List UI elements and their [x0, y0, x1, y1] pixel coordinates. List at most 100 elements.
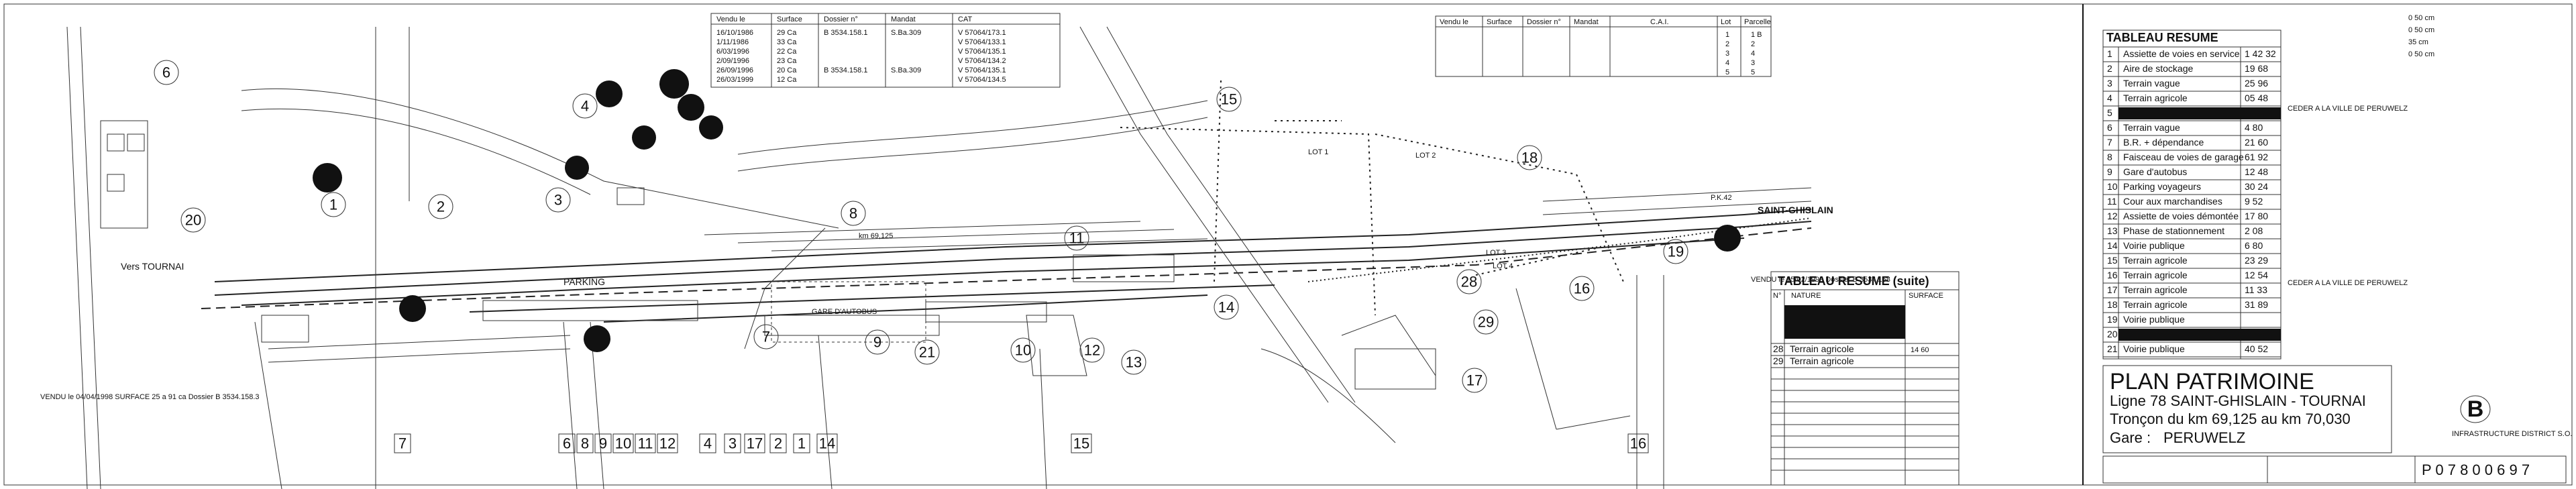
tableau-resume-nature: Voirie publique: [2123, 343, 2185, 354]
svg-text:10: 10: [615, 435, 631, 452]
plot-marker-12: 12: [1079, 337, 1105, 363]
svg-text:Parcelle: Parcelle: [1744, 18, 1771, 26]
tableau-resume-surface: 25 96: [2245, 78, 2268, 89]
tableau-resume-surface: 21 60: [2245, 137, 2268, 148]
svg-text:Surface: Surface: [777, 15, 802, 23]
svg-text:4: 4: [1751, 50, 1755, 58]
tableau-resume-n: 21: [2107, 343, 2118, 354]
tableau-resume-nature: Parking voyageurs: [2123, 181, 2201, 192]
svg-text:9: 9: [599, 435, 607, 452]
tableau-resume-surface: 17 80: [2245, 211, 2268, 221]
plot-marker-17: 17: [1462, 368, 1487, 393]
troncon: Tronçon du km 69,125 au km 70,030: [2110, 411, 2351, 427]
plot-marker-9: 9: [865, 329, 890, 355]
tableau-resume-nature: Gare d'autobus: [2123, 166, 2187, 177]
svg-text:2/09/1996: 2/09/1996: [716, 57, 749, 65]
svg-text:4: 4: [581, 98, 589, 115]
bottom-boxed-markers: 7 6 8 9 10 11 12 4 3 17 2 1 14 15 16: [394, 433, 1649, 453]
svg-text:V 57064/134.5: V 57064/134.5: [958, 76, 1006, 84]
pk-label: P.K.42: [1711, 194, 1732, 202]
svg-text:3: 3: [1725, 50, 1729, 58]
svg-text:Terrain agricole: Terrain agricole: [1790, 356, 1854, 366]
plot-marker-15: 15: [1216, 87, 1242, 112]
tableau-resume-nature: Terrain agricole: [2123, 255, 2188, 266]
bottom-marker-16: 16: [1627, 433, 1649, 453]
tableau-resume-nature: Voirie publique: [2123, 240, 2185, 251]
direction-right-label: SAINT-GHISLAIN: [1758, 205, 1833, 215]
gare-name: PERUWELZ: [2163, 429, 2245, 446]
svg-text:3: 3: [729, 435, 737, 452]
tableau-resume-nature: Terrain agricole: [2123, 93, 2188, 103]
plan-title: PLAN PATRIMOINE: [2110, 369, 2314, 394]
tableau-resume-surface: 19 68: [2245, 63, 2268, 74]
plot-marker-2: 2: [428, 194, 453, 219]
tableau-resume-n: 20: [2107, 329, 2118, 339]
tableau-resume-n: 9: [2107, 166, 2112, 177]
tableau-resume-nature: Aire de stockage: [2123, 63, 2193, 74]
bottom-marker-8: 8: [576, 433, 594, 453]
bottom-marker-6: 6: [558, 433, 576, 453]
tableau-resume-n: 1: [2107, 48, 2112, 59]
tableau-resume-nature: Terrain agricole: [2123, 299, 2188, 310]
tableau-resume-surface: 61 92: [2245, 152, 2268, 162]
svg-text:11: 11: [638, 435, 653, 452]
svg-text:14: 14: [1218, 299, 1234, 316]
svg-text:Lot: Lot: [1721, 18, 1731, 26]
tableau-resume-n: 15: [2107, 255, 2118, 266]
plot-marker-29: 29: [1473, 309, 1499, 335]
lot-label-2: LOT 2: [1415, 152, 1436, 160]
tableau-resume-blackout: [2118, 329, 2281, 341]
svg-text:B 3534.158.1: B 3534.158.1: [824, 29, 867, 37]
lot-label-4: LOT 4: [1493, 262, 1513, 270]
plot-marker-16: 16: [1569, 276, 1595, 301]
plot-marker-10: 10: [1010, 337, 1036, 363]
tableau-resume-n: 11: [2107, 196, 2117, 207]
svg-text:16/10/1986: 16/10/1986: [716, 29, 753, 37]
railway-lines: [201, 209, 1812, 323]
tableau-resume-nature: Assiette de voies démontée: [2123, 211, 2239, 221]
tableau-resume-n: 2: [2107, 63, 2112, 74]
bottom-marker-17: 17: [744, 433, 765, 453]
svg-text:8: 8: [849, 205, 857, 222]
svg-text:29: 29: [1478, 314, 1494, 331]
corner-note-3: 35 cm: [2408, 38, 2428, 46]
b-logo: B: [2467, 396, 2484, 422]
svg-text:5: 5: [1725, 68, 1729, 76]
svg-text:19: 19: [1668, 243, 1684, 260]
lot-label-1: LOT 1: [1308, 148, 1328, 156]
direction-left-label: Vers TOURNAI: [121, 261, 184, 272]
note-vendu-1: VENDU le 04/04/1998 SURFACE 25 a 91 ca D…: [40, 393, 260, 401]
svg-text:14 60: 14 60: [1911, 346, 1929, 354]
bottom-marker-2: 2: [769, 433, 787, 453]
svg-text:28: 28: [1461, 274, 1477, 290]
svg-text:2: 2: [437, 199, 445, 215]
svg-text:6: 6: [162, 64, 170, 81]
tableau-resume-nature: Assiette de voies en service: [2123, 48, 2240, 59]
svg-text:18: 18: [1521, 150, 1538, 166]
svg-text:1: 1: [1725, 31, 1729, 39]
tableau-suite-title: TABLEAU RESUME (suite): [1778, 274, 1929, 288]
plot-marker-7: 7: [753, 324, 779, 349]
svg-text:20 Ca: 20 Ca: [777, 66, 797, 74]
svg-text:V 57064/135.1: V 57064/135.1: [958, 48, 1006, 56]
tableau-resume-n: 12: [2107, 211, 2118, 221]
tableau-resume-n: 7: [2107, 137, 2112, 148]
note-vendu-2: VENDU le 15/02/1999 Dossier B 3534.158: [1751, 276, 1890, 284]
svg-text:11: 11: [1069, 230, 1085, 247]
svg-text:B 3534.158.1: B 3534.158.1: [824, 66, 867, 74]
tableau-resume-n: 17: [2107, 284, 2118, 295]
tableau-resume-nature: Voirie publique: [2123, 314, 2185, 325]
gare-label: Gare :: [2110, 429, 2151, 446]
tableau-resume-surface: 40 52: [2245, 343, 2268, 354]
svg-text:3: 3: [1751, 59, 1755, 67]
svg-text:12: 12: [1084, 342, 1100, 359]
svg-text:1: 1: [329, 197, 337, 213]
svg-text:8: 8: [581, 435, 589, 452]
bottom-marker-15: 15: [1071, 433, 1092, 453]
tableau-resume-surface: 23 29: [2245, 255, 2268, 266]
svg-text:N°: N°: [1773, 292, 1781, 300]
tableau-resume-n: 6: [2107, 122, 2112, 133]
tableau-resume-n: 3: [2107, 78, 2112, 89]
